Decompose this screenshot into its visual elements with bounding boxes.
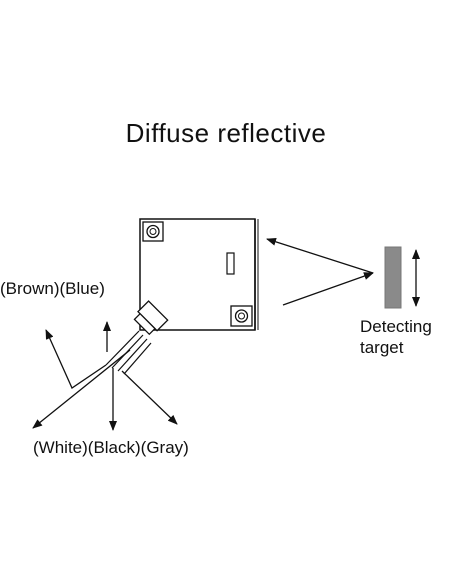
arrow-icon: [32, 349, 131, 429]
target-label: Detecting target: [360, 316, 432, 358]
cable-gland: [133, 300, 169, 336]
diagram-title: Diffuse reflective: [125, 118, 327, 148]
wire-label-brown-blue: (Brown)(Blue): [0, 279, 105, 298]
arrow-icon: [282, 272, 374, 306]
target-label-line2: target: [360, 338, 404, 357]
screw-icon: [230, 305, 253, 327]
light-beam: [266, 237, 374, 306]
wire-label-white-black-gray: (White)(Black)(Gray): [33, 438, 189, 457]
wire-arrows: [32, 321, 178, 431]
arrow-icon: [121, 370, 178, 425]
screw-icon: [142, 221, 164, 242]
arrow-icon: [266, 237, 374, 274]
sensor-body: [133, 218, 259, 336]
detecting-target: [384, 246, 402, 309]
target-label-line1: Detecting: [360, 317, 432, 336]
indicator-slot-icon: [226, 252, 235, 275]
arrow-icon: [45, 329, 107, 389]
cable-bundle: [105, 330, 152, 375]
